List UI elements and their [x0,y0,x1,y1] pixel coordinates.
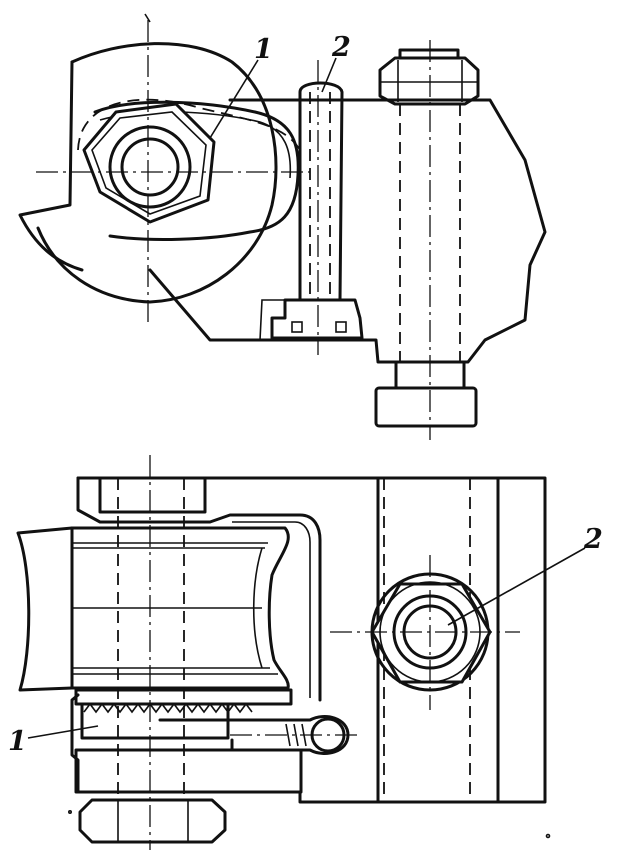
bottom-view: 2 1 [8,455,603,850]
bottom-base [74,748,303,794]
top-pin [298,81,344,302]
top-label-2: 2 [331,32,351,63]
bottom-bolt-head-top [98,476,207,514]
bottom-leader-2 [447,547,586,626]
bottom-lower-nut [78,798,227,844]
bottom-bracket [76,476,322,702]
top-leader-1 [209,59,259,139]
top-eccentric [93,100,300,241]
top-eccentric-dashed [77,98,301,151]
bottom-knurl [83,702,253,714]
top-view: 1 2 [18,13,547,440]
bottom-leader-1 [27,725,99,739]
top-pin-base [270,298,364,340]
top-bolt-inner-circle [120,137,180,197]
top-body-step [259,299,300,341]
top-label-1: 1 [254,34,273,65]
bottom-label-2: 2 [583,524,603,555]
top-bolt-head [374,386,478,428]
top-bolt-outer-circle [108,125,192,209]
top-main-nut [378,56,480,106]
bottom-roller [16,526,290,692]
bottom-label-1: 1 [8,726,27,757]
top-disc-lip [18,60,84,272]
top-disc-arc [36,42,278,304]
top-leader-2 [321,57,337,93]
top-bolt-shank [394,360,466,390]
top-hex-nut [82,102,216,224]
top-hex-nut-inner [91,111,207,215]
